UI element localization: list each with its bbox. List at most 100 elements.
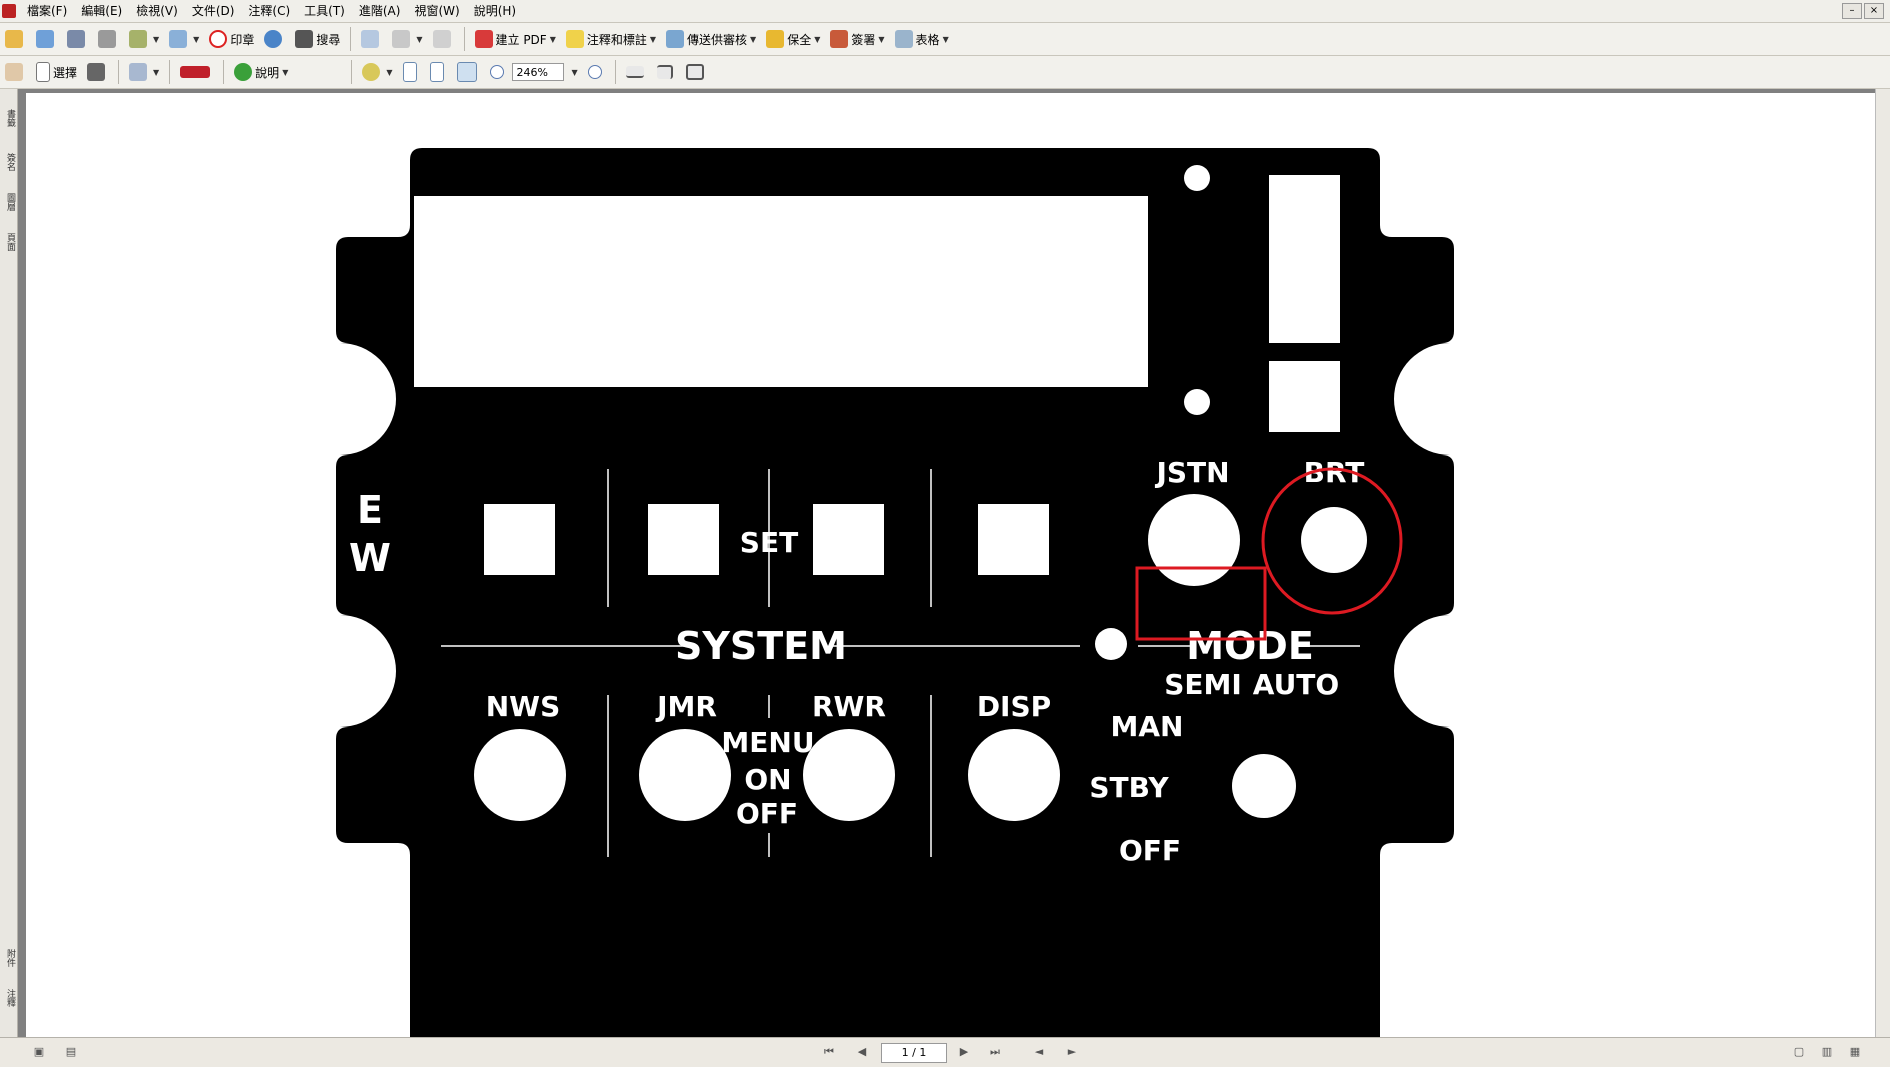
zoom-in-button[interactable] (584, 59, 609, 85)
select-tool-button[interactable]: 選擇 (32, 59, 81, 85)
menu-window[interactable]: 視窗(W) (414, 4, 460, 18)
zoom-out-button[interactable] (486, 59, 511, 85)
facing-pages-icon[interactable]: ▦ (1849, 1045, 1861, 1058)
mode-knob[interactable] (1232, 754, 1296, 818)
sign-button[interactable]: 簽署▼ (826, 26, 888, 52)
zoom-dropdown[interactable]: ▼ (565, 59, 582, 85)
create-pdf-button[interactable]: 建立 PDF▼ (471, 26, 560, 52)
save-icon (67, 30, 85, 48)
disp-button[interactable] (968, 729, 1060, 821)
menu-on-label: ON (744, 763, 791, 796)
secure-button[interactable]: 保全▼ (762, 26, 824, 52)
chevron-down-icon: ▼ (571, 67, 578, 77)
search-button[interactable]: 搜尋 (291, 26, 344, 52)
annotation-ellipse[interactable] (1261, 467, 1403, 615)
menu-tools[interactable]: 工具(T) (304, 4, 345, 18)
comment-icon (565, 30, 584, 48)
open-button[interactable] (1, 26, 30, 52)
single-page-icon[interactable]: ▢ (1793, 1045, 1805, 1058)
page-thumbnail-icon[interactable]: ▣ (33, 1045, 45, 1058)
nav-tab-layers[interactable]: 圖層 (5, 193, 15, 211)
page-number-input[interactable]: 1 / 1 (881, 1043, 947, 1063)
close-icon[interactable]: × (1864, 3, 1884, 19)
nav-tab-comments[interactable]: 注釋 (5, 989, 15, 1007)
forms-button[interactable]: 表格▼ (891, 26, 953, 52)
menu-file[interactable]: 檔案(F) (27, 4, 68, 18)
menu-help[interactable]: 說明(H) (473, 4, 517, 18)
rwr-button[interactable] (803, 729, 895, 821)
organizer-button[interactable] (32, 26, 61, 52)
document-view[interactable]: E W SET JSTN BRT SYSTEM MODE SEMI AUTO M… (18, 89, 1890, 1037)
comment-markup-button[interactable]: 注釋和標註▼ (562, 26, 660, 52)
toolbar-separator (351, 60, 353, 84)
jmr-button[interactable] (639, 729, 731, 821)
menu-view[interactable]: 檢視(V) (136, 4, 178, 18)
minimize-icon[interactable]: – (1842, 3, 1862, 19)
clipboard-button[interactable]: ▼ (125, 26, 163, 52)
continuous-page-icon[interactable]: ▥ (1821, 1045, 1833, 1058)
menu-edit[interactable]: 編輯(E) (81, 4, 123, 18)
print-button[interactable] (94, 26, 123, 52)
create-pdf-icon (474, 30, 493, 48)
mode-off-label: OFF (1119, 834, 1181, 867)
comment-label: 注釋和標註 (586, 32, 647, 47)
fit-page-button[interactable] (426, 59, 451, 85)
undo-button[interactable]: ▼ (388, 26, 426, 52)
menu-document[interactable]: 文件(D) (191, 4, 235, 18)
snapshot-button[interactable] (83, 59, 112, 85)
vertical-scrollbar[interactable] (1875, 89, 1890, 1037)
email-button[interactable] (260, 26, 289, 52)
indicator-light-top (1184, 165, 1210, 191)
annotation-rectangle[interactable] (1135, 566, 1267, 641)
help-button[interactable]: 說明▼ (230, 59, 292, 85)
system-indicator-light (1095, 628, 1127, 660)
review-label: 傳送供審核 (687, 32, 748, 47)
mode-man-label: MAN (1111, 710, 1184, 743)
attach-button[interactable]: ▼ (165, 26, 203, 52)
fit-width-button[interactable] (453, 59, 484, 85)
page-layout-icon[interactable]: ▤ (65, 1045, 77, 1058)
yahoo-button[interactable] (176, 59, 217, 85)
last-page-icon[interactable]: ⏭ (990, 1045, 1000, 1058)
ew-button-2[interactable] (648, 504, 719, 575)
perimeter-tool-button[interactable] (653, 59, 680, 85)
jstn-knob[interactable] (1148, 494, 1240, 586)
undo-icon (392, 30, 411, 48)
copy-button[interactable] (429, 26, 458, 52)
send-review-button[interactable]: 傳送供審核▼ (662, 26, 760, 52)
select-label: 選擇 (53, 65, 78, 80)
menu-off-label: OFF (736, 797, 798, 830)
check-button[interactable] (357, 26, 386, 52)
menu-label: MENU (721, 726, 814, 759)
area-tool-button[interactable] (682, 59, 711, 85)
previous-page-icon[interactable]: ◀ (857, 1045, 867, 1058)
stamp-button[interactable]: 印章 (205, 26, 258, 52)
first-page-icon[interactable]: ⏮ (824, 1045, 834, 1058)
hand-tool-button[interactable] (1, 59, 30, 85)
nav-tab-signatures[interactable]: 簽名 (5, 153, 15, 171)
brt-knob[interactable] (1301, 507, 1367, 573)
next-view-icon[interactable]: ► (1067, 1045, 1077, 1058)
ew-button-3[interactable] (813, 504, 884, 575)
nws-button[interactable] (474, 729, 566, 821)
previous-view-icon[interactable]: ◄ (1034, 1045, 1044, 1058)
review-icon (666, 30, 685, 48)
nav-tab-pages[interactable]: 頁面 (5, 233, 15, 251)
menu-advanced[interactable]: 進階(A) (358, 4, 401, 18)
nav-tab-bookmarks[interactable]: 書籤 (5, 109, 15, 127)
ew-button-1[interactable] (484, 504, 555, 575)
menu-comments[interactable]: 注釋(C) (248, 4, 291, 18)
export-button[interactable]: ▼ (125, 59, 163, 85)
zoom-tool-button[interactable]: ▼ (358, 59, 396, 85)
actual-size-button[interactable] (399, 59, 424, 85)
navigation-panel: 書籤 簽名 圖層 頁面 附件 注釋 (0, 89, 18, 1037)
nav-tab-attachments[interactable]: 附件 (5, 949, 15, 967)
fit-page-icon (429, 62, 444, 82)
zoom-input[interactable]: 246% (511, 63, 564, 81)
save-button[interactable] (63, 26, 92, 52)
ew-button-4[interactable] (978, 504, 1049, 575)
distance-tool-button[interactable] (622, 59, 651, 85)
forms-label: 表格 (915, 32, 940, 47)
toolbar-separator (169, 60, 171, 84)
next-page-icon[interactable]: ▶ (959, 1045, 969, 1058)
